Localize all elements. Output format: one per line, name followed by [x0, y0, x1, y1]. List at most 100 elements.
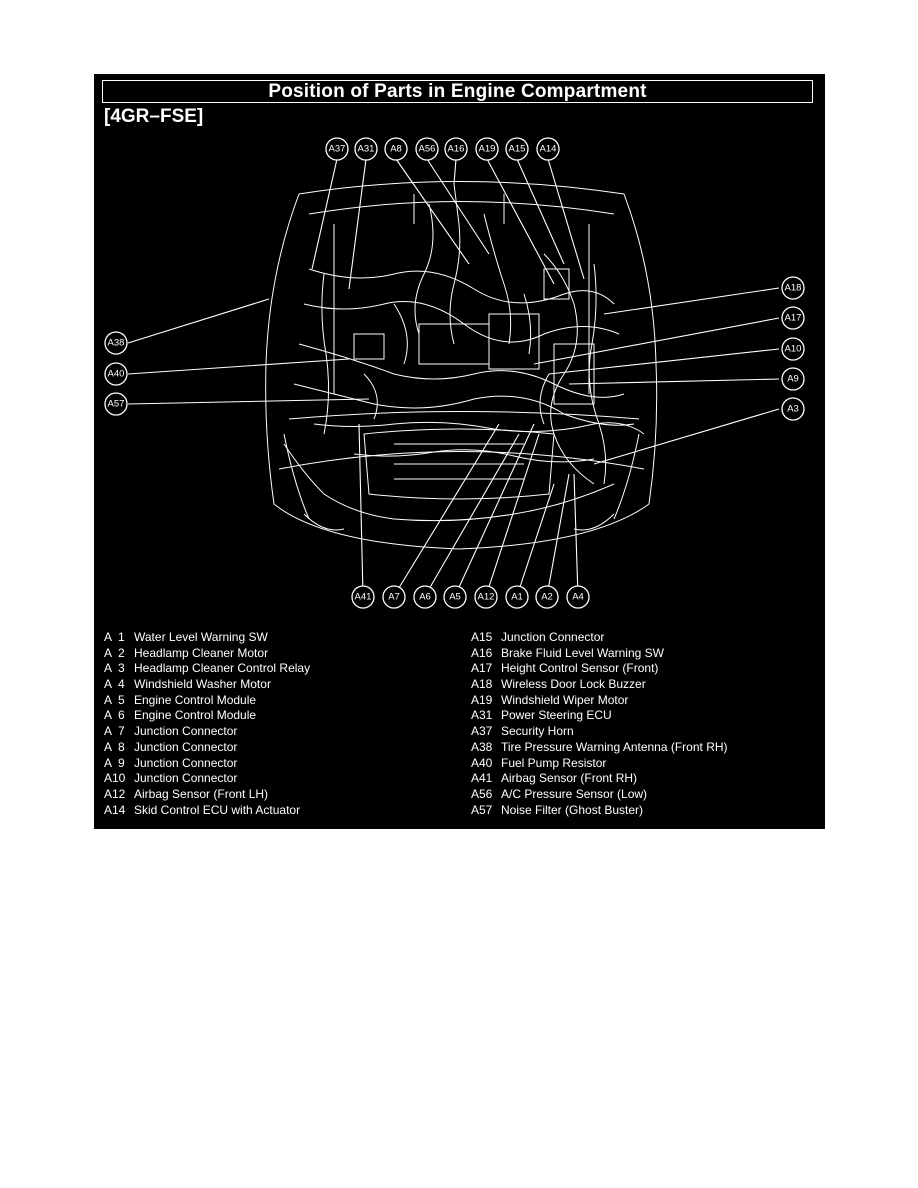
- part-code: A56: [471, 786, 493, 801]
- callout-label: A2: [541, 592, 553, 603]
- part-code: A57: [471, 802, 493, 817]
- callout-A7[interactable]: A7: [382, 585, 406, 609]
- legend-row: A56 A/C Pressure Sensor (Low): [471, 787, 728, 803]
- callout-label: A57: [108, 399, 125, 410]
- callout-A41[interactable]: A41: [351, 585, 375, 609]
- callout-A31[interactable]: A31: [354, 137, 378, 161]
- callout-A37[interactable]: A37: [325, 137, 349, 161]
- engine-compartment-diagram: A37 A31 A8 A56 A16 A19 A15 A14 A18 A17 A…: [104, 137, 805, 609]
- callout-A3[interactable]: A3: [781, 397, 805, 421]
- callout-A4[interactable]: A4: [566, 585, 590, 609]
- part-name: Headlamp Cleaner Control Relay: [134, 661, 311, 676]
- callout-label: A37: [329, 144, 346, 155]
- callout-A56[interactable]: A56: [415, 137, 439, 161]
- callout-label: A40: [108, 369, 125, 380]
- callout-label: A56: [419, 144, 436, 155]
- callout-label: A19: [479, 144, 496, 155]
- callout-label: A14: [540, 144, 557, 155]
- callout-label: A1: [511, 592, 523, 603]
- callout-A40[interactable]: A40: [104, 362, 128, 386]
- callout-label: A17: [785, 313, 802, 324]
- callout-label: A4: [572, 592, 584, 603]
- callout-A2[interactable]: A2: [535, 585, 559, 609]
- wire-harness: [283, 183, 645, 531]
- part-code: A12: [104, 786, 126, 801]
- callout-A17[interactable]: A17: [781, 306, 805, 330]
- part-name: Height Control Sensor (Front): [501, 661, 659, 676]
- title-box: Position of Parts in Engine Compartment: [102, 80, 813, 103]
- callout-A5[interactable]: A5: [443, 585, 467, 609]
- legend-row: A15 Junction Connector: [471, 630, 728, 646]
- part-name: Junction Connector: [134, 755, 238, 770]
- legend-row: A37 Security Horn: [471, 724, 728, 740]
- callout-label: A9: [787, 374, 799, 385]
- part-code: A14: [104, 802, 126, 817]
- part-code: A 5: [104, 692, 125, 707]
- callout-A9[interactable]: A9: [781, 367, 805, 391]
- callout-A8[interactable]: A8: [384, 137, 408, 161]
- part-code: A 1: [104, 630, 125, 644]
- part-name: Headlamp Cleaner Motor: [134, 645, 269, 660]
- diagram-panel: A37 A31 A8 A56 A16 A19 A15 A14 A18 A17 A…: [94, 74, 825, 829]
- part-code: A 8: [104, 739, 125, 754]
- vehicle-outline: [265, 181, 658, 550]
- legend-row: A57 Noise Filter (Ghost Buster): [471, 803, 728, 819]
- legend-row: A12 Airbag Sensor (Front LH): [104, 787, 310, 803]
- callout-label: A3: [787, 404, 799, 415]
- callout-A38[interactable]: A38: [104, 331, 128, 355]
- part-name: Brake Fluid Level Warning SW: [501, 645, 664, 660]
- part-name: Junction Connector: [501, 630, 605, 644]
- callout-A6[interactable]: A6: [413, 585, 437, 609]
- part-code: A19: [471, 692, 493, 707]
- callout-label: A16: [448, 144, 465, 155]
- callout-A18[interactable]: A18: [781, 276, 805, 300]
- callout-A10[interactable]: A10: [781, 337, 805, 361]
- part-code: A40: [471, 755, 493, 770]
- callout-A16[interactable]: A16: [444, 137, 468, 161]
- part-code: A41: [471, 771, 493, 786]
- part-name: Water Level Warning SW: [134, 630, 268, 644]
- callout-A15[interactable]: A15: [505, 137, 529, 161]
- part-name: Tire Pressure Warning Antenna (Front RH): [501, 739, 728, 754]
- callout-label: A5: [449, 592, 461, 603]
- callout-A57[interactable]: A57: [104, 392, 128, 416]
- part-name: Airbag Sensor (Front LH): [134, 786, 269, 801]
- part-name: Security Horn: [501, 724, 574, 739]
- part-code: A18: [471, 677, 493, 692]
- part-name: Power Steering ECU: [501, 708, 612, 723]
- callout-label: A31: [358, 144, 375, 155]
- legend-row: A31 Power Steering ECU: [471, 708, 728, 724]
- part-code: A37: [471, 724, 493, 739]
- callout-label: A8: [390, 144, 402, 155]
- engine-variant-label: [4GR–FSE]: [104, 106, 204, 127]
- part-name: A/C Pressure Sensor (Low): [501, 786, 648, 801]
- part-code: A15: [471, 630, 493, 644]
- callout-A14[interactable]: A14: [536, 137, 560, 161]
- callout-label: A12: [478, 592, 495, 603]
- legend-row: A 9 Junction Connector: [104, 756, 310, 772]
- part-name: Noise Filter (Ghost Buster): [501, 802, 644, 817]
- callout-label: A41: [355, 592, 372, 603]
- part-code: A 9: [104, 755, 125, 770]
- callout-A19[interactable]: A19: [475, 137, 499, 161]
- part-name: Junction Connector: [134, 771, 238, 786]
- part-name: Wireless Door Lock Buzzer: [501, 677, 646, 692]
- callout-A1[interactable]: A1: [505, 585, 529, 609]
- part-code: A31: [471, 708, 493, 723]
- legend-row: A 1 Water Level Warning SW: [104, 630, 310, 646]
- callout-A12[interactable]: A12: [474, 585, 498, 609]
- part-name: Junction Connector: [134, 724, 238, 739]
- callout-label: A6: [419, 592, 431, 603]
